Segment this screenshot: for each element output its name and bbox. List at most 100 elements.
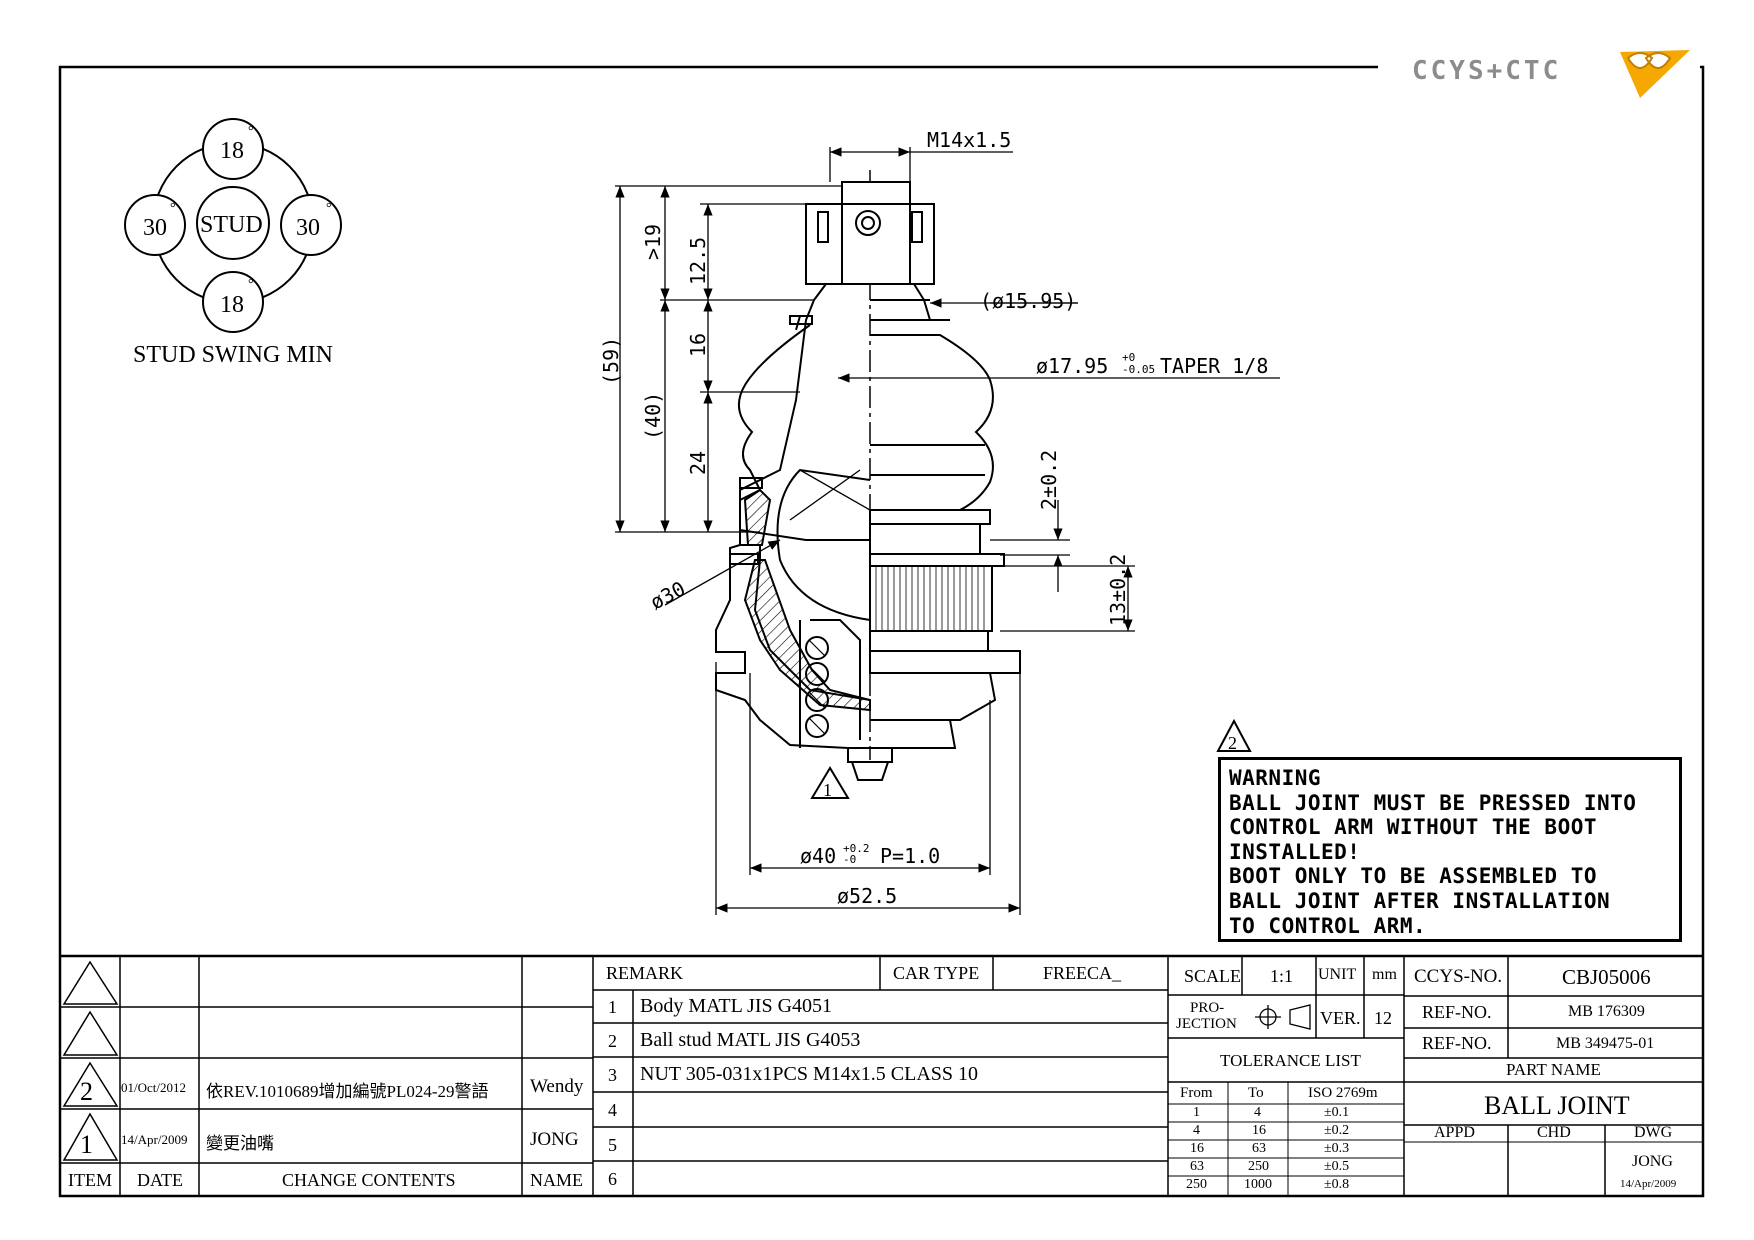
header-item: ITEM bbox=[68, 1170, 112, 1190]
revision-date-2: 01/Oct/2012 bbox=[121, 1080, 186, 1095]
warning-box: WARNING BALL JOINT MUST BE PRESSED INTO … bbox=[1218, 757, 1682, 942]
remark-num: 3 bbox=[608, 1065, 617, 1085]
revision-content-2: 依REV.1010689增加編號PL024-29警語 bbox=[206, 1082, 489, 1101]
header-name: NAME bbox=[530, 1170, 583, 1190]
dim-59: (59) bbox=[599, 337, 623, 385]
tol-to: 4 bbox=[1254, 1105, 1261, 1120]
dim-19-prefix: > bbox=[641, 248, 665, 260]
ref-no-value-2: MB 349475-01 bbox=[1556, 1035, 1655, 1052]
car-type-label: CAR TYPE bbox=[893, 963, 980, 983]
warning-line: BALL JOINT MUST BE PRESSED INTO bbox=[1229, 790, 1637, 815]
tol-header-from: From bbox=[1180, 1085, 1213, 1101]
dim-40-label: ø40 bbox=[800, 844, 836, 868]
warning-line: INSTALLED! bbox=[1229, 839, 1361, 864]
dwg-label: DWG bbox=[1634, 1124, 1673, 1141]
revision-date-1: 14/Apr/2009 bbox=[121, 1132, 188, 1147]
remark-header: REMARK bbox=[606, 963, 684, 983]
drawn-by: JONG bbox=[1632, 1153, 1673, 1170]
version-value: 12 bbox=[1374, 1008, 1392, 1028]
dim-taper: ø17.95 bbox=[1036, 354, 1108, 378]
remark-num: 2 bbox=[608, 1031, 617, 1051]
dim-taper-tol-dn: -0.05 bbox=[1122, 363, 1155, 376]
dim-19: 19 bbox=[641, 224, 665, 248]
warning-line: BOOT ONLY TO BE ASSEMBLED TO bbox=[1229, 864, 1598, 889]
swing-degree-left: ° bbox=[170, 201, 176, 216]
tol-value: ±0.3 bbox=[1324, 1141, 1350, 1156]
tol-value: ±0.1 bbox=[1324, 1105, 1350, 1120]
company-logo: CCYS+CTC bbox=[1412, 56, 1562, 86]
dim-15-95: (ø15.95) bbox=[980, 289, 1076, 313]
part-name-label: PART NAME bbox=[1506, 1060, 1601, 1079]
appd-label: APPD bbox=[1434, 1124, 1475, 1141]
ref-no-value-1: MB 176309 bbox=[1568, 1003, 1645, 1020]
warning-line: TO CONTROL ARM. bbox=[1229, 913, 1427, 938]
revision-name-2: Wendy bbox=[530, 1076, 584, 1097]
revision-content-1: 變更油嘴 bbox=[206, 1134, 274, 1153]
drawn-date: 14/Apr/2009 bbox=[1620, 1178, 1677, 1190]
tol-from: 4 bbox=[1193, 1123, 1200, 1138]
dim-40-tol-dn: -0 bbox=[843, 853, 856, 866]
tol-value: ±0.5 bbox=[1324, 1159, 1350, 1174]
projection-label-2: JECTION bbox=[1176, 1016, 1237, 1032]
scale-value: 1:1 bbox=[1270, 966, 1294, 986]
tol-from: 250 bbox=[1186, 1177, 1207, 1192]
dim-taper-suffix: TAPER 1/8 bbox=[1160, 354, 1268, 378]
ref-no-label-2: REF-NO. bbox=[1422, 1033, 1492, 1053]
swing-caption: STUD SWING MIN bbox=[133, 342, 333, 368]
tolerance-title: TOLERANCE LIST bbox=[1220, 1051, 1361, 1070]
version-label: VER. bbox=[1320, 1008, 1361, 1028]
part-name-value: BALL JOINT bbox=[1484, 1091, 1630, 1120]
dim-thread: M14x1.5 bbox=[927, 128, 1011, 152]
chd-label: CHD bbox=[1537, 1124, 1571, 1141]
dim-40-paren: (40) bbox=[641, 392, 665, 440]
revision-marker-1-icon bbox=[810, 766, 850, 799]
tol-to: 63 bbox=[1252, 1141, 1266, 1156]
ball-joint-section bbox=[715, 170, 1021, 781]
swing-bottom-value: 18 bbox=[220, 292, 244, 318]
dim-taper-tol-up: +0 bbox=[1122, 351, 1135, 364]
swing-degree-right: ° bbox=[326, 201, 332, 216]
unit-label: UNIT bbox=[1318, 966, 1357, 983]
rev-marker-2-num: 2 bbox=[1228, 733, 1237, 753]
dim-12-5: 12.5 bbox=[686, 237, 710, 285]
dim-30: ø30 bbox=[646, 576, 689, 614]
tol-from: 16 bbox=[1190, 1141, 1204, 1156]
scale-label: SCALE bbox=[1184, 966, 1242, 986]
revision-marker-2-icon bbox=[1216, 718, 1252, 752]
rev-marker-1-num: 1 bbox=[823, 780, 832, 800]
remark-text: NUT 305-031x1PCS M14x1.5 CLASS 10 bbox=[640, 1063, 979, 1085]
tol-from: 63 bbox=[1190, 1159, 1204, 1174]
remark-text: Ball stud MATL JIS G4053 bbox=[640, 1029, 861, 1051]
tol-to: 16 bbox=[1252, 1123, 1266, 1138]
header-date: DATE bbox=[137, 1170, 183, 1190]
tol-value: ±0.8 bbox=[1324, 1177, 1350, 1192]
tol-to: 1000 bbox=[1244, 1177, 1272, 1192]
remark-num: 5 bbox=[608, 1135, 617, 1155]
swing-top-value: 18 bbox=[220, 138, 244, 164]
remark-text: Body MATL JIS G4051 bbox=[640, 995, 833, 1017]
dim-pitch: P=1.0 bbox=[880, 844, 940, 868]
remark-num: 1 bbox=[608, 997, 617, 1017]
dim-52-5: ø52.5 bbox=[837, 884, 897, 908]
stud-swing-diagram bbox=[124, 118, 342, 333]
warning-title: WARNING bbox=[1229, 766, 1322, 790]
remark-num: 4 bbox=[608, 1100, 617, 1120]
swing-degree-top: ° bbox=[248, 124, 254, 139]
ccys-no-label: CCYS-NO. bbox=[1414, 966, 1503, 987]
dim-16: 16 bbox=[686, 333, 710, 357]
swing-right-value: 30 bbox=[296, 215, 320, 241]
tol-from: 1 bbox=[1193, 1105, 1200, 1120]
dimension-lines bbox=[615, 147, 1280, 915]
warning-line: CONTROL ARM WITHOUT THE BOOT bbox=[1229, 815, 1598, 840]
header-change-contents: CHANGE CONTENTS bbox=[282, 1170, 456, 1190]
dim-13: 13±0.2 bbox=[1106, 554, 1130, 626]
ref-no-label-1: REF-NO. bbox=[1422, 1002, 1492, 1022]
ccys-no-value: CBJ05006 bbox=[1562, 965, 1651, 989]
unit-value: mm bbox=[1372, 966, 1397, 983]
dim-24: 24 bbox=[686, 451, 710, 475]
tol-header-iso: ISO 2769m bbox=[1308, 1085, 1378, 1101]
tol-value: ±0.2 bbox=[1324, 1123, 1350, 1138]
revision-item-1: 1 bbox=[80, 1130, 93, 1159]
car-type-value: FREECA_ bbox=[1043, 963, 1122, 983]
projection-symbol-icon bbox=[1255, 1004, 1311, 1030]
